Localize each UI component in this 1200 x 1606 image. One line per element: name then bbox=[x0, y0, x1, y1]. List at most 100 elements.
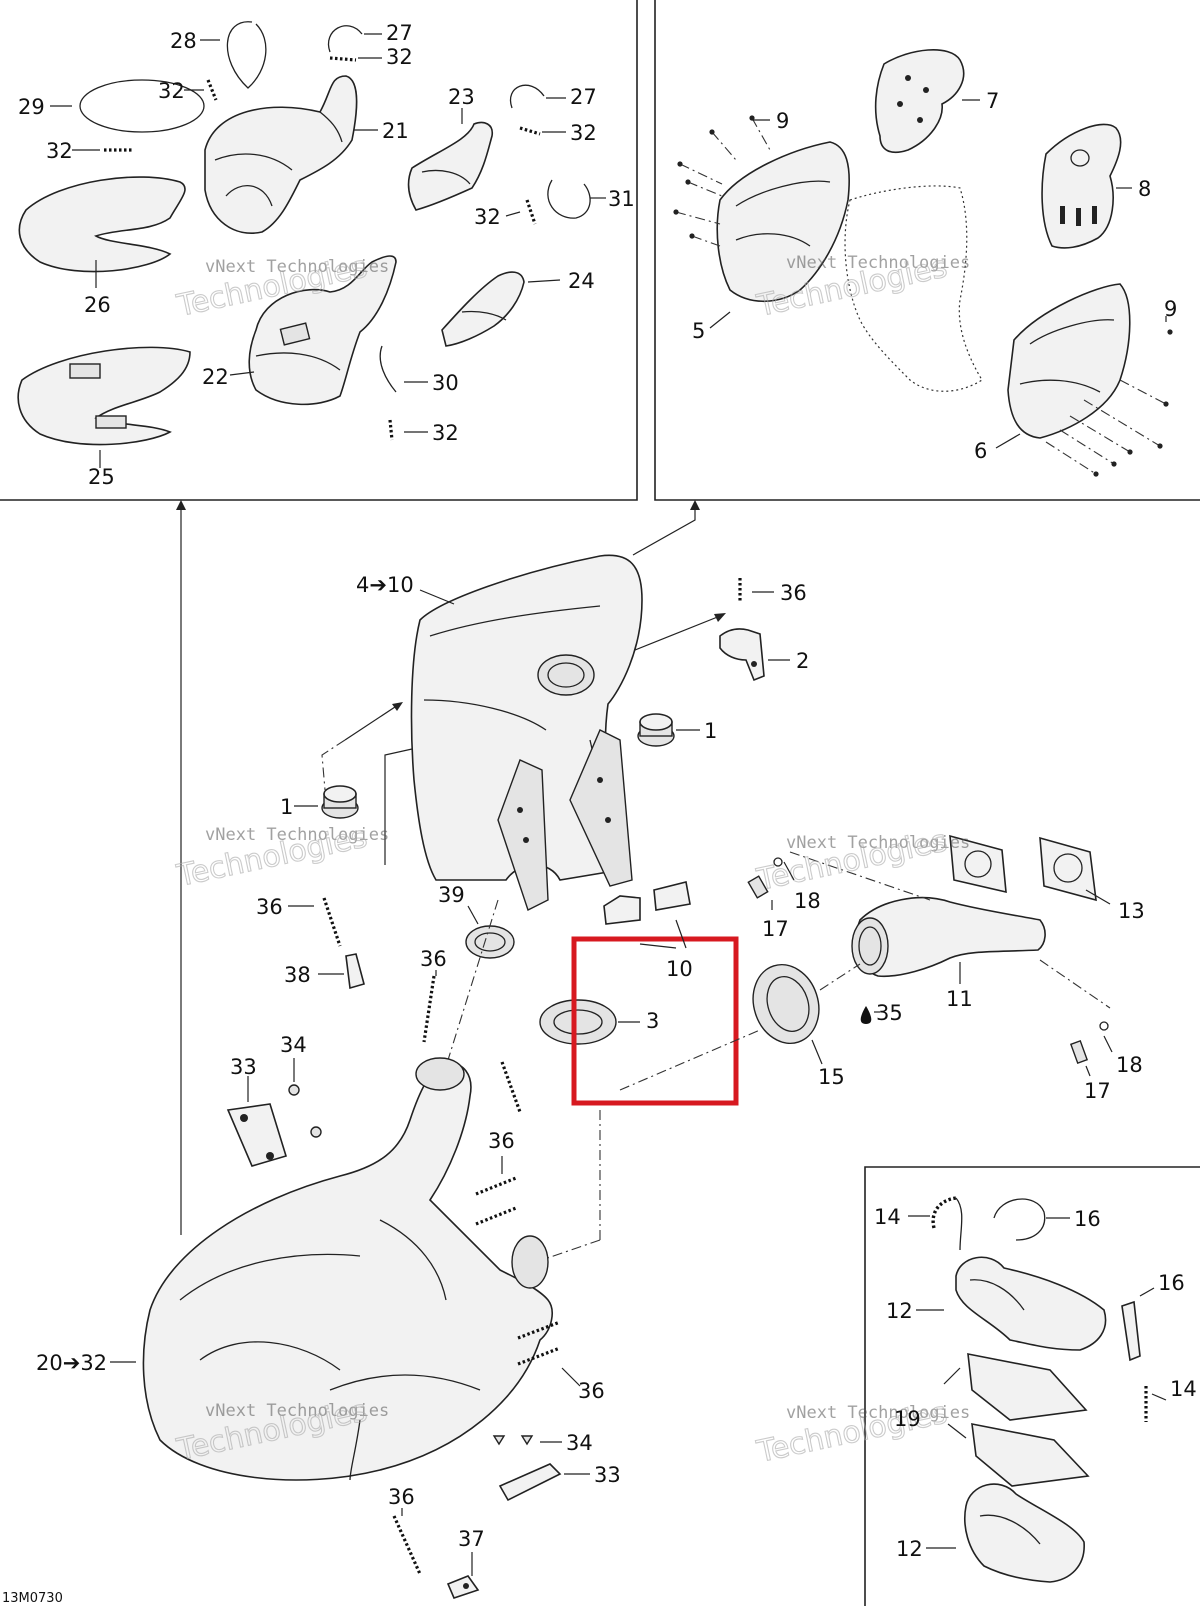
part-11-elbow bbox=[851, 896, 1046, 978]
part-30-clamp bbox=[379, 345, 397, 393]
part-12-pipe-upper bbox=[955, 1256, 1107, 1351]
callout-13: 13 bbox=[1118, 899, 1145, 923]
callout-34: 34 bbox=[280, 1033, 307, 1057]
springs-36-group bbox=[392, 1061, 561, 1575]
part-37-clip bbox=[446, 1575, 480, 1599]
part-19-heat-shields bbox=[967, 1353, 1090, 1487]
callout-1: 1 bbox=[280, 795, 293, 819]
part-38-clip bbox=[345, 953, 365, 990]
callout-16: 16 bbox=[1158, 1271, 1185, 1295]
callout-28: 28 bbox=[170, 29, 197, 53]
callout-25: 25 bbox=[88, 465, 115, 489]
assembly-centerlines bbox=[447, 899, 861, 1263]
callout-5: 5 bbox=[692, 319, 705, 343]
screws-9-upper bbox=[673, 115, 771, 247]
callout-27: 27 bbox=[386, 21, 413, 45]
callout-14: 14 bbox=[1170, 1377, 1197, 1401]
callout-36: 36 bbox=[388, 1485, 415, 1509]
part-13-flanges bbox=[949, 834, 1097, 902]
part-1-grommet-right bbox=[637, 713, 675, 747]
callout-39: 39 bbox=[438, 883, 465, 907]
callout-4-10: 4➔10 bbox=[356, 573, 414, 597]
svg-text:vNext Technologies: vNext Technologies bbox=[205, 1401, 389, 1421]
callout-36: 36 bbox=[578, 1379, 605, 1403]
part-35-sealant-drop bbox=[860, 1006, 872, 1024]
callout-32: 32 bbox=[46, 139, 73, 163]
part-10-bumpers bbox=[603, 881, 691, 925]
part-3-seal bbox=[539, 999, 617, 1045]
callout-32: 32 bbox=[432, 421, 459, 445]
highlight-box bbox=[571, 936, 739, 1106]
callout-36: 36 bbox=[256, 895, 283, 919]
callout-20-32: 20➔32 bbox=[36, 1351, 107, 1375]
callout-7: 7 bbox=[986, 89, 999, 113]
callout-17: 17 bbox=[1084, 1079, 1111, 1103]
callout-26: 26 bbox=[84, 293, 111, 317]
part-8-plate bbox=[1041, 123, 1122, 249]
part-24-pipe bbox=[441, 271, 525, 347]
svg-text:vNext Technologies: vNext Technologies bbox=[786, 1403, 970, 1423]
part-7-plate bbox=[874, 49, 965, 154]
svg-text:vNext Technologies: vNext Technologies bbox=[786, 253, 970, 273]
part-27b-clamp bbox=[509, 84, 545, 109]
callout-labels: 28 27 32 29 32 21 32 23 27 32 32 31 26 2… bbox=[2, 21, 1197, 1606]
callout-12: 12 bbox=[886, 1299, 913, 1323]
callout-2: 2 bbox=[796, 649, 809, 673]
part-5-heat-shield bbox=[716, 141, 850, 302]
callout-31: 31 bbox=[608, 187, 635, 211]
callout-3: 3 bbox=[646, 1009, 659, 1033]
callout-1: 1 bbox=[704, 719, 717, 743]
muffler-outline-dotted bbox=[844, 185, 983, 392]
callout-15: 15 bbox=[818, 1065, 845, 1089]
part-1-grommet-left bbox=[321, 785, 359, 819]
part-21-pipe bbox=[204, 75, 358, 234]
callout-36: 36 bbox=[420, 947, 447, 971]
callout-36: 36 bbox=[488, 1129, 515, 1153]
callout-23: 23 bbox=[448, 85, 475, 109]
part-12-pipe-lower bbox=[964, 1483, 1085, 1583]
callout-9: 9 bbox=[1164, 297, 1177, 321]
callout-32: 32 bbox=[474, 205, 501, 229]
part-25-heat-shield bbox=[17, 346, 191, 446]
callout-37: 37 bbox=[458, 1527, 485, 1551]
part-27-clamp bbox=[327, 25, 363, 53]
part-2-bracket bbox=[719, 628, 765, 682]
callout-14: 14 bbox=[874, 1205, 901, 1229]
callout-27: 27 bbox=[570, 85, 597, 109]
callout-11: 11 bbox=[946, 987, 973, 1011]
part-6-heat-shield bbox=[1007, 283, 1131, 439]
svg-text:vNext Technologies: vNext Technologies bbox=[205, 825, 389, 845]
part-34-nuts-left bbox=[288, 1084, 322, 1138]
callout-32: 32 bbox=[570, 121, 597, 145]
part-29-clamp-ring bbox=[79, 79, 205, 133]
callout-35: 35 bbox=[876, 1001, 903, 1025]
part-15-sleeve bbox=[752, 963, 820, 1045]
part-36-spring-left bbox=[322, 897, 342, 947]
part-34-nuts-right bbox=[492, 1435, 534, 1446]
leader-lines bbox=[50, 33, 1167, 1576]
svg-text:vNext Technologies: vNext Technologies bbox=[786, 833, 970, 853]
callout-24: 24 bbox=[568, 269, 595, 293]
callout-10: 10 bbox=[666, 957, 693, 981]
svg-text:vNext Technologies: vNext Technologies bbox=[205, 257, 389, 277]
bolts-17-18 bbox=[747, 851, 1111, 1065]
callout-29: 29 bbox=[18, 95, 45, 119]
callout-9: 9 bbox=[776, 109, 789, 133]
callout-6: 6 bbox=[974, 439, 987, 463]
part-36-spring-mid bbox=[422, 975, 436, 1043]
callout-30: 30 bbox=[432, 371, 459, 395]
callout-38: 38 bbox=[284, 963, 311, 987]
callout-32: 32 bbox=[158, 79, 185, 103]
part-26-heat-shield bbox=[18, 176, 186, 273]
callout-32: 32 bbox=[386, 45, 413, 69]
part-22-pipe bbox=[248, 255, 397, 406]
callout-16: 16 bbox=[1074, 1207, 1101, 1231]
small-springs-32 bbox=[104, 56, 541, 441]
part-23-pipe bbox=[407, 121, 494, 211]
part-14-spring-inset-top bbox=[931, 1196, 963, 1251]
callout-33: 33 bbox=[594, 1463, 621, 1487]
callout-33: 33 bbox=[230, 1055, 257, 1079]
part-39-gasket bbox=[465, 925, 515, 959]
